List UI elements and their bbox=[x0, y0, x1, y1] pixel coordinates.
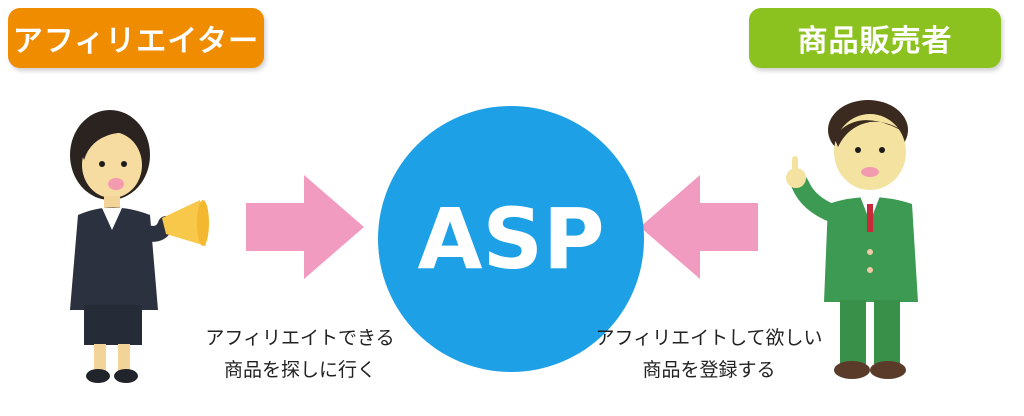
arrow-right-icon bbox=[246, 175, 364, 279]
merchant-caption-line1: アフィリエイトして欲しい bbox=[595, 327, 823, 349]
asp-circle: ASP bbox=[378, 106, 644, 372]
affiliate-caption-line2: 商品を探しに行く bbox=[223, 359, 376, 381]
businessman-figure-icon bbox=[786, 100, 918, 379]
merchant-caption: アフィリエイトして欲しい 商品を登録する bbox=[590, 322, 828, 386]
asp-circle-text: ASP bbox=[417, 190, 605, 288]
affiliate-label-text: アフィリエイター bbox=[12, 24, 260, 59]
affiliate-caption-line1: アフィリエイトできる bbox=[205, 327, 395, 349]
businesswoman-figure-icon bbox=[70, 110, 209, 383]
merchant-caption-line2: 商品を登録する bbox=[642, 359, 776, 381]
merchant-label: 商品販売者 bbox=[749, 8, 1001, 68]
affiliate-caption: アフィリエイトできる 商品を探しに行く bbox=[190, 322, 410, 386]
affiliate-label: アフィリエイター bbox=[8, 8, 264, 68]
arrow-left-icon bbox=[640, 175, 758, 279]
merchant-label-text: 商品販売者 bbox=[797, 24, 953, 59]
